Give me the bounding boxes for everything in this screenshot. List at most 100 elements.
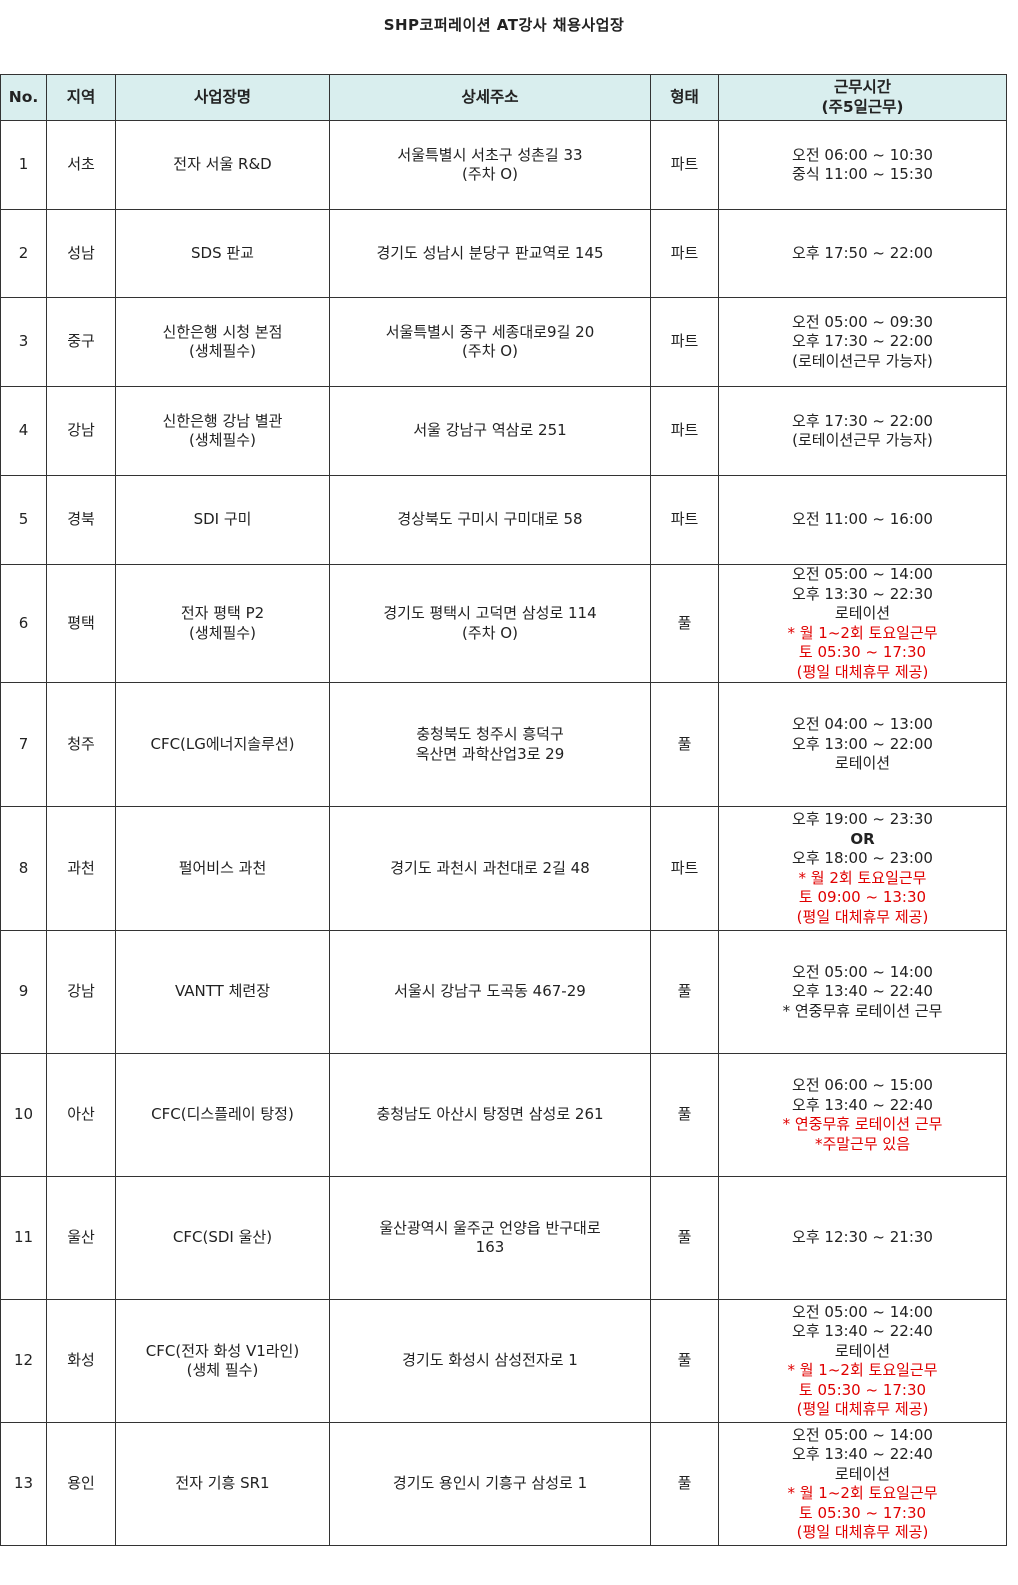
cell-site-name: VANTT 체련장 xyxy=(115,930,330,1054)
site-name-line: 펄어비스 과천 xyxy=(178,858,267,877)
site-name-line: SDI 구미 xyxy=(193,510,252,529)
hours-line: (로테이션근무 가능자) xyxy=(792,431,933,449)
hours-line: (평일 대체휴무 제공) xyxy=(796,907,929,926)
hours-line: 오전 05:00 ~ 14:00 xyxy=(792,565,933,583)
address-line: 충청북도 청주시 흥덕구 xyxy=(416,725,564,743)
address-line: 경기도 화성시 삼성전자로 1 xyxy=(402,1351,578,1370)
cell-no: 8 xyxy=(0,806,47,931)
hours-line: 오후 13:00 ~ 22:00 xyxy=(792,734,933,753)
hours-line: 로테이션 xyxy=(834,754,891,773)
cell-type: 풀 xyxy=(650,930,719,1054)
hours-line: 오전 05:00 ~ 14:00 xyxy=(792,1302,933,1321)
hours-line: 토 05:30 ~ 17:30 xyxy=(798,643,927,661)
site-name-line: (생체필수) xyxy=(189,431,256,449)
cell-region: 경북 xyxy=(46,475,116,565)
cell-hours: 오후 17:50 ~ 22:00 xyxy=(718,209,1007,298)
cell-region: 중구 xyxy=(46,297,116,387)
address-line: 서울 강남구 역삼로 251 xyxy=(413,421,567,440)
hours-line: 토 05:30 ~ 17:30 xyxy=(798,1503,927,1522)
cell-type: 파트 xyxy=(650,297,719,387)
cell-region: 과천 xyxy=(46,806,116,931)
cell-address: 서울특별시 중구 세종대로9길 20(주차 O) xyxy=(329,297,651,387)
address-line: 옥산면 과학산업3로 29 xyxy=(415,744,565,763)
cell-no: 10 xyxy=(0,1053,47,1177)
cell-no: 3 xyxy=(0,297,47,387)
hours-line: 오전 05:00 ~ 14:00 xyxy=(792,1425,933,1444)
cell-no: 1 xyxy=(0,120,47,210)
cell-no: 7 xyxy=(0,682,47,807)
hours-line: 오후 13:40 ~ 22:40 xyxy=(792,982,933,1001)
address-line: 163 xyxy=(475,1238,505,1256)
site-name-line: (생체 필수) xyxy=(186,1361,259,1379)
hours-line: * 월 1~2회 토요일근무 xyxy=(787,623,938,642)
cell-type: 풀 xyxy=(650,564,719,683)
address-line: 경기도 용인시 기흥구 삼성로 1 xyxy=(392,1474,588,1493)
cell-region: 청주 xyxy=(46,682,116,807)
cell-address: 경기도 성남시 분당구 판교역로 145 xyxy=(329,209,651,298)
cell-address: 경기도 용인시 기흥구 삼성로 1 xyxy=(329,1422,651,1546)
hours-line: 오전 05:00 ~ 09:30 xyxy=(792,312,933,331)
cell-site-name: CFC(전자 화성 V1라인)(생체 필수) xyxy=(115,1299,330,1423)
cell-type: 풀 xyxy=(650,1053,719,1177)
cell-address: 경상북도 구미시 구미대로 58 xyxy=(329,475,651,565)
cell-site-name: SDS 판교 xyxy=(115,209,330,298)
hours-line: 토 05:30 ~ 17:30 xyxy=(798,1380,927,1399)
cell-site-name: 전자 기흥 SR1 xyxy=(115,1422,330,1546)
hours-line: 오전 06:00 ~ 10:30 xyxy=(792,145,933,164)
cell-region: 용인 xyxy=(46,1422,116,1546)
hours-line: 오후 17:50 ~ 22:00 xyxy=(792,243,933,262)
cell-region: 서초 xyxy=(46,120,116,210)
hours-line: 오후 13:40 ~ 22:40 xyxy=(792,1322,933,1340)
cell-type: 파트 xyxy=(650,806,719,931)
hours-line: (평일 대체휴무 제공) xyxy=(796,1400,929,1418)
address-line: (주차 O) xyxy=(462,165,518,183)
address-line: 경기도 성남시 분당구 판교역로 145 xyxy=(376,243,604,262)
hours-line: 오후 17:30 ~ 22:00 xyxy=(792,411,933,430)
cell-type: 풀 xyxy=(650,1422,719,1546)
hours-line: *주말근무 있음 xyxy=(814,1134,911,1153)
cell-no: 11 xyxy=(0,1176,47,1300)
site-name-line: (생체필수) xyxy=(189,342,256,360)
table-header: No. 지역 사업장명 상세주소 형태 근무시간 (주5일근무) xyxy=(0,74,1007,121)
address-line: (주차 O) xyxy=(462,342,518,360)
hours-line: 토 09:00 ~ 13:30 xyxy=(798,888,927,906)
address-line: 경기도 평택시 고덕면 삼성로 114 xyxy=(383,604,597,622)
hours-line: 오전 05:00 ~ 14:00 xyxy=(792,962,933,981)
header-type: 형태 xyxy=(650,74,719,121)
cell-type: 파트 xyxy=(650,209,719,298)
header-hours-label: 근무시간 xyxy=(833,78,892,96)
cell-no: 12 xyxy=(0,1299,47,1423)
cell-region: 강남 xyxy=(46,386,116,476)
header-no: No. xyxy=(0,74,47,121)
cell-no: 13 xyxy=(0,1422,47,1546)
cell-type: 풀 xyxy=(650,682,719,807)
cell-hours: 오전 11:00 ~ 16:00 xyxy=(718,475,1007,565)
cell-no: 4 xyxy=(0,386,47,476)
cell-no: 2 xyxy=(0,209,47,298)
hours-line: (평일 대체휴무 제공) xyxy=(796,1523,929,1541)
cell-site-name: CFC(SDI 울산) xyxy=(115,1176,330,1300)
cell-site-name: CFC(디스플레이 탕정) xyxy=(115,1053,330,1177)
hours-line: 오후 12:30 ~ 21:30 xyxy=(792,1228,933,1247)
cell-site-name: 펄어비스 과천 xyxy=(115,806,330,931)
address-line: 서울특별시 중구 세종대로9길 20 xyxy=(385,322,595,341)
site-name-line: CFC(전자 화성 V1라인) xyxy=(145,1341,300,1360)
cell-site-name: CFC(LG에너지솔루션) xyxy=(115,682,330,807)
cell-type: 파트 xyxy=(650,475,719,565)
hours-line: 로테이션 xyxy=(834,604,891,622)
cell-address: 서울 강남구 역삼로 251 xyxy=(329,386,651,476)
cell-address: 경기도 화성시 삼성전자로 1 xyxy=(329,1299,651,1423)
hours-line: * 월 1~2회 토요일근무 xyxy=(787,1361,938,1379)
hours-line: 오전 11:00 ~ 16:00 xyxy=(792,510,933,529)
site-name-line: 전자 서울 R&D xyxy=(173,155,272,174)
cell-no: 9 xyxy=(0,930,47,1054)
cell-type: 풀 xyxy=(650,1299,719,1423)
